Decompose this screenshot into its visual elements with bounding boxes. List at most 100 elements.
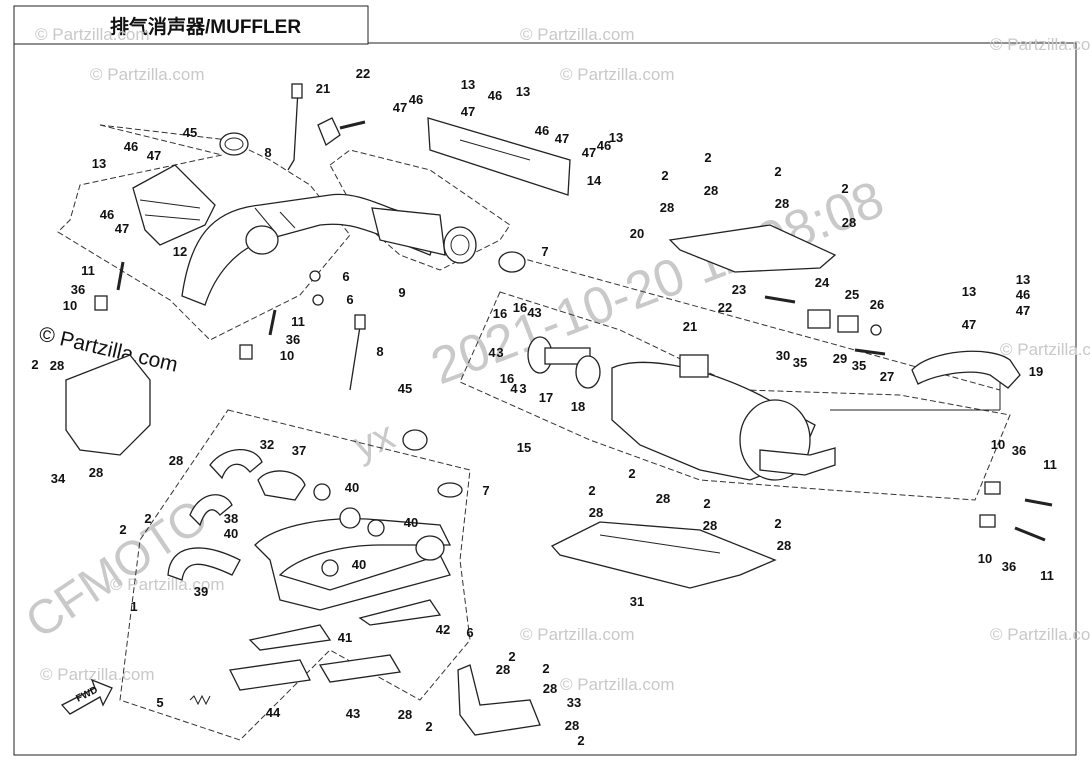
part-number-callout: 2	[703, 496, 710, 511]
part-number-callout: 16	[493, 306, 507, 321]
watermark-partzilla: © Partzilla.com	[990, 625, 1090, 644]
bolt	[1024, 498, 1053, 507]
part-number-callout: 2	[119, 522, 126, 537]
pipe-heat-shield	[248, 624, 332, 651]
part-number-callout: 10	[63, 298, 77, 313]
part-number-callout: 33	[567, 695, 581, 710]
part-number-callout: 2	[31, 357, 38, 372]
mount-bracket	[807, 309, 831, 329]
part-number-callout: 28	[775, 196, 789, 211]
bend-pipe	[257, 470, 306, 501]
exhaust-pipe-assembly	[254, 518, 452, 611]
part-number-callout: 21	[683, 319, 697, 334]
part-number-callout: 46	[409, 92, 423, 107]
part-number-callout: 46	[488, 88, 502, 103]
pipe-heat-shield	[229, 659, 311, 691]
catalyst-flange-inner	[450, 234, 470, 256]
part-number-callout: 45	[398, 381, 412, 396]
part-number-callout: 28	[50, 358, 64, 373]
oxygen-sensor-connector	[354, 314, 366, 330]
part-number-callout: 11	[1040, 568, 1054, 583]
part-number-callout: 4	[527, 305, 535, 320]
catalyst-flange	[443, 226, 477, 264]
heat-shield-bracket	[457, 664, 541, 736]
bolt	[339, 120, 366, 130]
part-number-callout: 14	[587, 173, 602, 188]
part-number-callout: 10	[991, 437, 1005, 452]
part-number-callout: 11	[1043, 457, 1057, 472]
part-number-callout: 47	[393, 100, 407, 115]
hose-clamp	[313, 483, 331, 501]
bolt	[854, 348, 886, 356]
part-number-callout: 28	[704, 183, 718, 198]
part-number-callout: 2	[841, 181, 848, 196]
part-number-callout: 40	[345, 480, 359, 495]
spring-damper	[984, 481, 1001, 495]
part-number-callout: 2	[661, 168, 668, 183]
nut	[309, 270, 321, 282]
heat-shield-upper	[427, 117, 571, 196]
part-number-callout: 40	[224, 526, 238, 541]
part-number-callout: 45	[183, 125, 197, 140]
part-number-callout: 3	[519, 381, 526, 396]
part-number-callout: 28	[703, 518, 717, 533]
part-number-callout: 35	[793, 355, 807, 370]
pipe-heat-shield	[358, 599, 442, 626]
fwd-arrow-shape	[60, 678, 113, 715]
bend-pipe	[189, 494, 233, 527]
part-number-callout: 34	[51, 471, 66, 486]
part-number-callout: 29	[833, 351, 847, 366]
part-number-callout: 9	[398, 285, 405, 300]
part-number-callout: 28	[656, 491, 670, 506]
heat-shield-plate	[668, 224, 837, 273]
part-number-callout: 30	[776, 348, 790, 363]
bolt	[764, 295, 796, 304]
part-number-callout: 36	[1012, 443, 1026, 458]
spring-damper	[979, 514, 996, 528]
part-number-callout: 11	[291, 314, 305, 329]
oxygen-sensor-wire	[287, 89, 299, 171]
part-number-callout: 7	[541, 244, 548, 259]
skid-plate-rib	[599, 534, 721, 554]
part-number-callout: 2	[425, 719, 432, 734]
pipe-heat-shield	[318, 654, 402, 683]
hose-clamp	[321, 559, 339, 577]
part-number-callout: 7	[482, 483, 489, 498]
part-number-callout: 39	[194, 584, 208, 599]
part-number-callout: 28	[398, 707, 412, 722]
part-number-callout: 2	[508, 649, 515, 664]
part-number-callout: 2	[774, 516, 781, 531]
gasket-ring	[498, 251, 526, 273]
watermark-partzilla: © Partzilla.com	[35, 25, 150, 44]
group-outline-header	[57, 124, 351, 341]
gasket-ring	[437, 482, 463, 498]
part-number-callout: 2	[144, 511, 151, 526]
part-number-callout: 3	[496, 345, 503, 360]
heat-shield-slot	[459, 139, 531, 161]
nut	[870, 324, 882, 336]
side-heat-shield	[65, 354, 151, 456]
part-number-callout: 18	[571, 399, 585, 414]
part-number-callout: 20	[630, 226, 644, 241]
part-number-callout: 28	[169, 453, 183, 468]
forward-direction-arrow: FWD	[60, 678, 113, 715]
part-number-callout: 46	[100, 207, 114, 222]
part-number-callout: 40	[404, 515, 418, 530]
part-number-callout: 28	[543, 681, 557, 696]
part-number-callout: 47	[461, 104, 475, 119]
title-box	[13, 5, 369, 45]
part-number-callout: 35	[852, 358, 866, 373]
part-number-callout: 28	[496, 662, 510, 677]
part-number-callout: 2	[704, 150, 711, 165]
part-number-callout: 17	[539, 390, 553, 405]
part-number-callout: 13	[1016, 272, 1030, 287]
pipe-flange	[415, 535, 445, 561]
part-number-callout: 21	[316, 81, 330, 96]
part-number-callout: 26	[870, 297, 884, 312]
part-number-callout: 2	[588, 483, 595, 498]
watermark-partzilla: © Partzilla.com	[990, 35, 1090, 54]
diagram-title: 排气消声器/MUFFLER	[110, 15, 301, 38]
part-number-callout: 31	[630, 594, 644, 609]
part-number-callout: 6	[342, 269, 349, 284]
